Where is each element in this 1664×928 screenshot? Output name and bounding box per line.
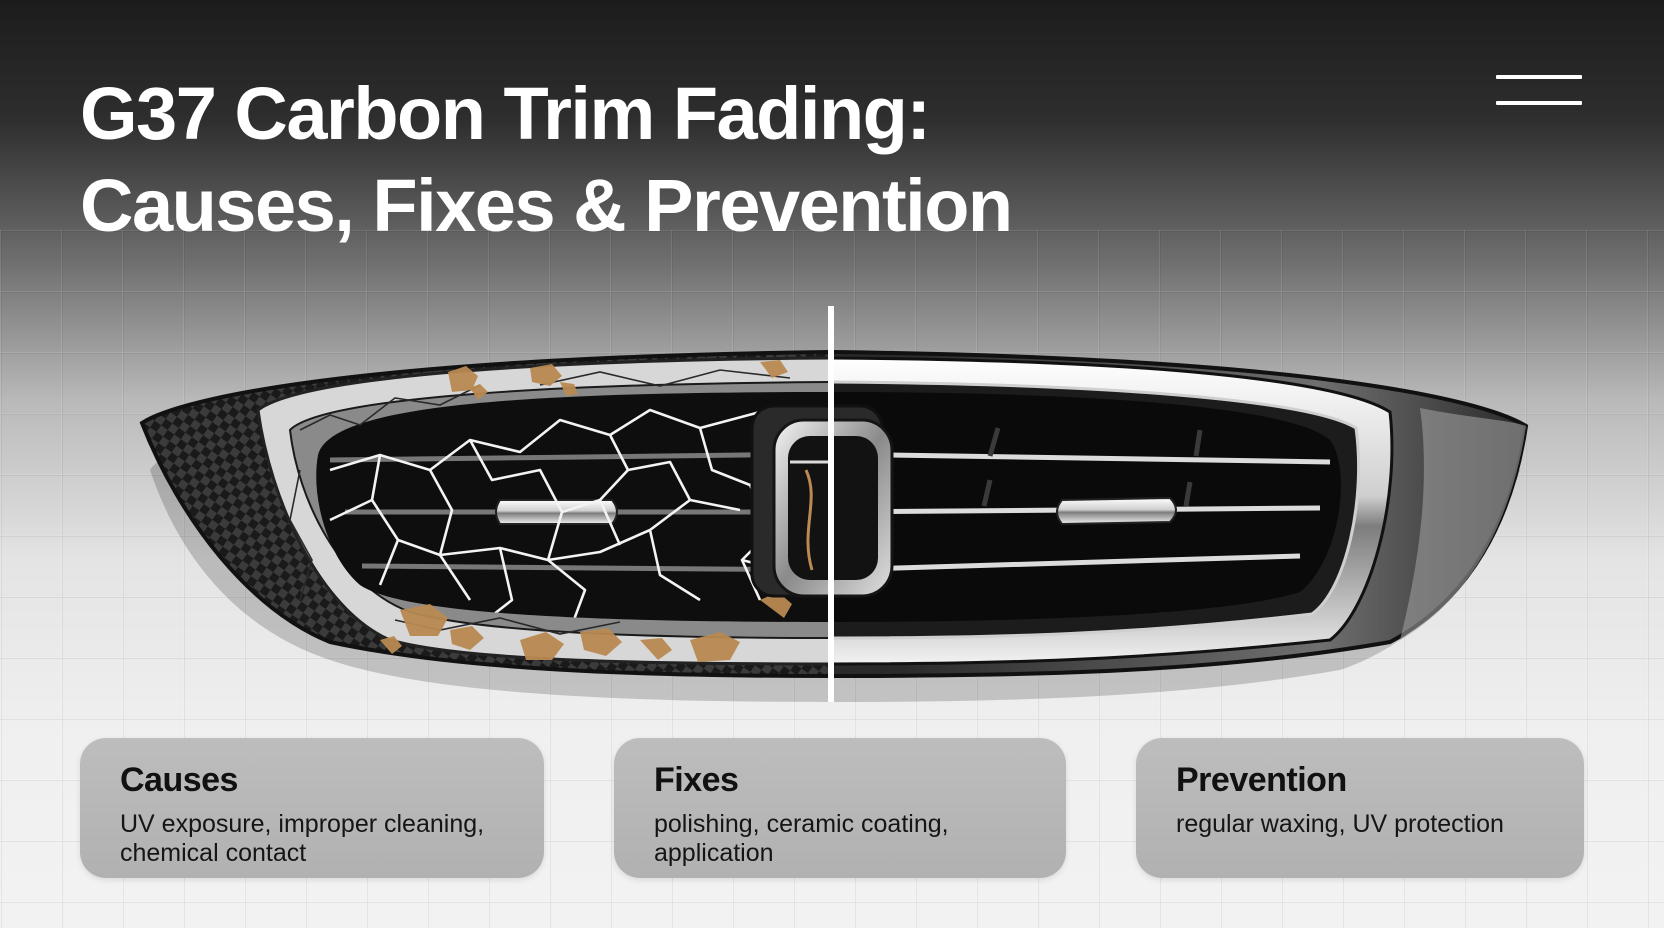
card-fixes-title: Fixes	[654, 761, 739, 799]
page-title-line-1: G37 Carbon Trim Fading:	[80, 72, 931, 155]
card-fixes: Fixes polishing, ceramic coating, applic…	[614, 738, 1066, 878]
hamburger-menu-icon[interactable]	[1490, 70, 1582, 110]
card-prevention-text: regular waxing, UV protection	[1176, 810, 1504, 838]
card-causes-text: UV exposure, improper cleaning, chemical…	[120, 810, 485, 867]
card-prevention: Prevention regular waxing, UV protection	[1136, 738, 1584, 878]
card-prevention-title: Prevention	[1176, 761, 1347, 799]
page-title: G37 Carbon Trim Fading: Causes, Fixes & …	[80, 68, 1013, 252]
card-causes: Causes UV exposure, improper cleaning, c…	[80, 738, 544, 878]
page-title-line-2: Causes, Fixes & Prevention	[80, 164, 1013, 247]
card-fixes-text: polishing, ceramic coating, application	[654, 810, 949, 867]
card-causes-title: Causes	[120, 761, 238, 799]
